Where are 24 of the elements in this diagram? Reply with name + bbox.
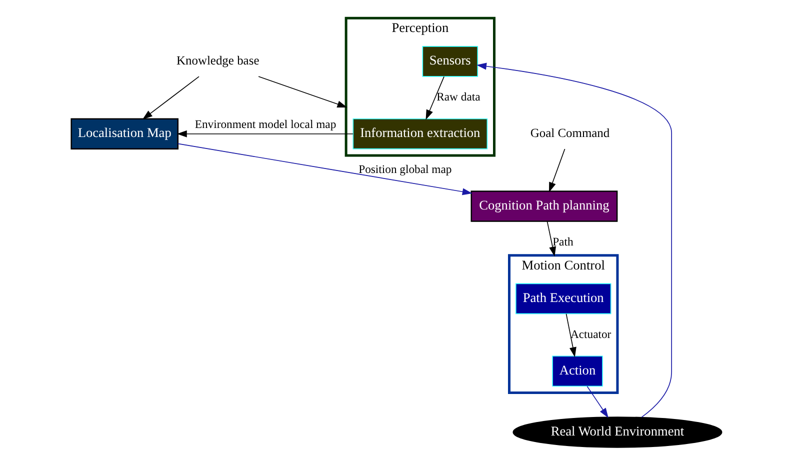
node-ellipse: Real World Environment xyxy=(512,416,722,448)
node-text: Knowledge base xyxy=(176,53,260,68)
arrow xyxy=(142,76,200,120)
arrow xyxy=(258,76,348,108)
node-box: Action xyxy=(552,356,603,387)
arrow xyxy=(586,386,608,418)
edge-label: Path xyxy=(552,236,574,249)
edge-label: Environment model local map xyxy=(194,118,336,132)
arrow xyxy=(566,313,576,358)
node-box: Sensors xyxy=(422,46,478,77)
node-box: Information extraction xyxy=(352,118,488,150)
node-text: Goal Command xyxy=(530,126,610,140)
arrow xyxy=(426,76,444,120)
edge-label: Raw data xyxy=(436,90,480,104)
arrow xyxy=(476,62,672,418)
node-box: Cognition Path planning xyxy=(470,190,618,222)
node-box: Path Execution xyxy=(515,283,612,314)
arrow xyxy=(178,143,472,196)
edge-label: Position global map xyxy=(358,163,452,176)
node-box: Localisation Map xyxy=(70,118,179,150)
arrow xyxy=(546,220,556,257)
arrow xyxy=(548,148,566,192)
arrow xyxy=(176,130,354,138)
edge-label: Actuator xyxy=(570,328,612,341)
